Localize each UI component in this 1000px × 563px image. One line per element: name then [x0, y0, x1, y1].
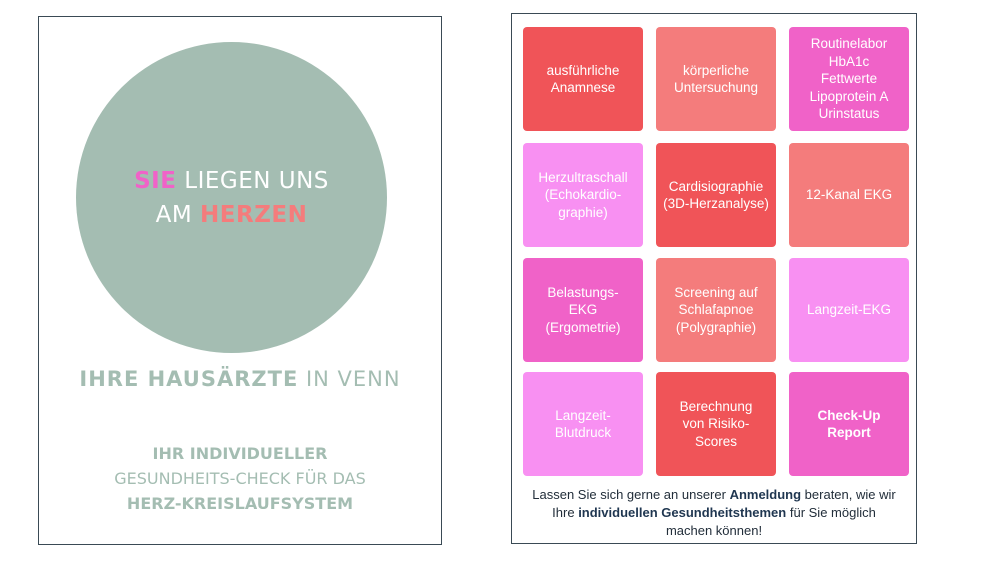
- headline-word-liegen-uns: LIEGEN UNS: [176, 167, 329, 194]
- service-tile: Routinelabor HbA1c Fettwerte Lipoprotein…: [789, 27, 909, 131]
- footer-text: beraten, wie wir: [801, 487, 896, 502]
- service-tile: Berechnung von Risiko- Scores: [656, 372, 776, 476]
- practice-name-rest: IN VENN: [298, 367, 401, 391]
- footer-text: Lassen Sie sich gerne an unserer: [532, 487, 730, 502]
- service-tile: ausführliche Anamnese: [523, 27, 643, 131]
- footer-text: machen können!: [665, 523, 763, 538]
- footer-line-1: Lassen Sie sich gerne an unserer Anmeldu…: [512, 486, 916, 504]
- service-tile: Screening auf Schlafapnoe (Polygraphie): [656, 258, 776, 362]
- practice-name-bold: IHRE HAUSÄRZTE: [79, 367, 299, 391]
- service-tile: Herzultraschall (Echokardio- graphie): [523, 143, 643, 247]
- footer-bold-anmeldung: Anmeldung: [729, 487, 802, 502]
- footer-line-2: Ihre individuellen Gesundheitsthemen für…: [512, 504, 916, 522]
- headline-word-herzen: HERZEN: [200, 201, 308, 228]
- footer-line-3: machen können!: [512, 522, 916, 540]
- service-tile: Belastungs- EKG (Ergometrie): [523, 258, 643, 362]
- service-tile: 12-Kanal EKG: [789, 143, 909, 247]
- headline-circle: SIE LIEGEN UNS AM HERZEN: [76, 42, 387, 353]
- practice-name: IHRE HAUSÄRZTE IN VENN: [39, 367, 441, 391]
- service-tile: körperliche Untersuchung: [656, 27, 776, 131]
- check-line-1: IHR INDIVIDUELLER: [152, 444, 328, 463]
- headline-line-1: SIE LIEGEN UNS: [134, 164, 329, 198]
- check-line-2: GESUNDHEITS-CHECK FÜR DAS: [114, 469, 366, 488]
- service-tile: Langzeit- Blutdruck: [523, 372, 643, 476]
- check-line-3: HERZ-KREISLAUFSYSTEM: [126, 494, 354, 513]
- footer-note: Lassen Sie sich gerne an unserer Anmeldu…: [512, 486, 916, 540]
- service-tile: Check-Up Report: [789, 372, 909, 476]
- footer-text: für Sie möglich: [786, 505, 876, 520]
- service-tile: Cardisiographie (3D-Herzanalyse): [656, 143, 776, 247]
- headline-line-2: AM HERZEN: [156, 198, 308, 232]
- footer-text: Ihre: [552, 505, 579, 520]
- footer-bold-themen: individuellen Gesundheitsthemen: [578, 505, 787, 520]
- headline-word-sie: SIE: [134, 167, 177, 194]
- left-poster-panel: SIE LIEGEN UNS AM HERZEN IHRE HAUSÄRZTE …: [38, 16, 442, 545]
- service-tile: Langzeit-EKG: [789, 258, 909, 362]
- check-description: IHR INDIVIDUELLER GESUNDHEITS-CHECK FÜR …: [39, 441, 441, 516]
- headline-word-am: AM: [155, 201, 201, 228]
